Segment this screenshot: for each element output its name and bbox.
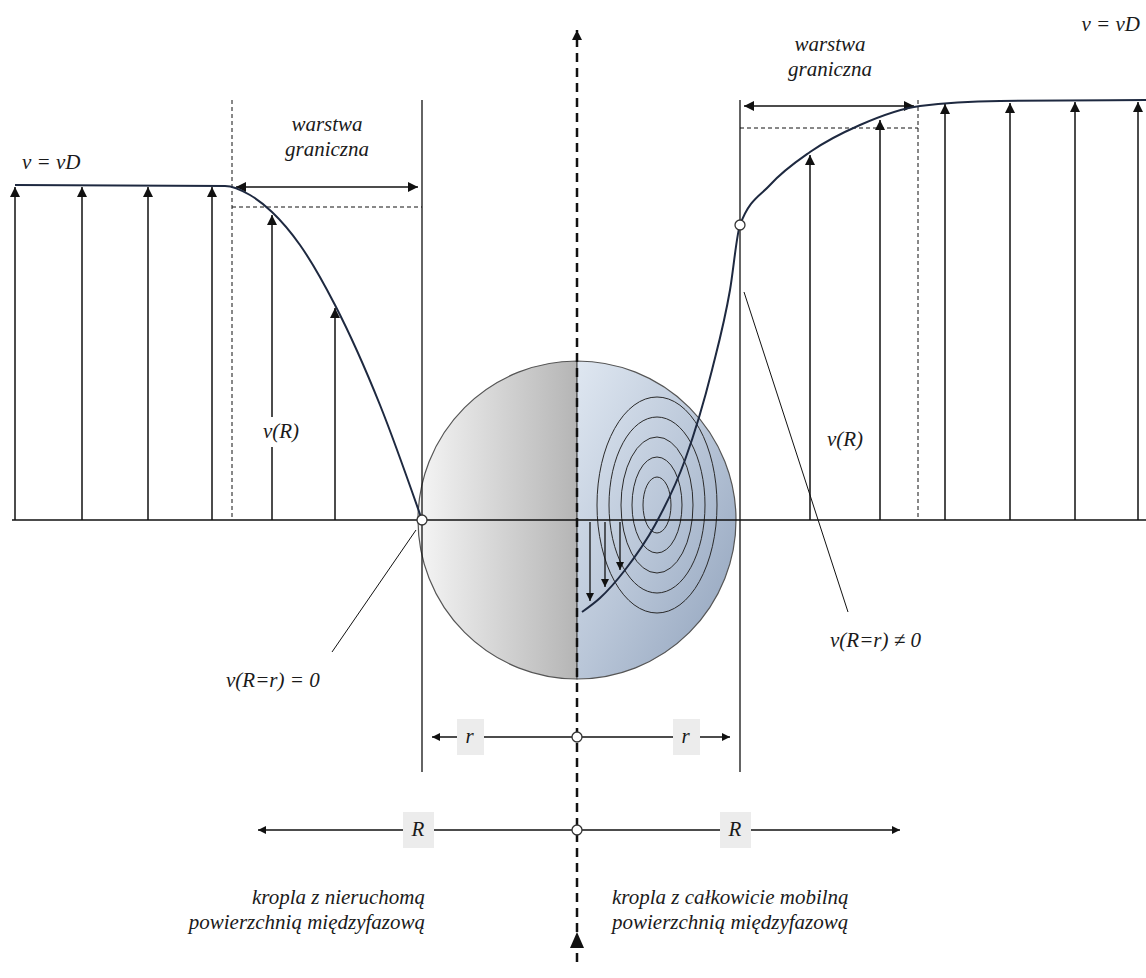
axis-arrowhead [570,932,584,948]
dimension-arrow [577,736,730,737]
condition-label: v(R=r) ≠ 0 [830,628,921,653]
velocity-arrow [1074,102,1076,520]
condition-label: v(R=r) = 0 [226,668,320,693]
boundary-layer-arrow [744,105,914,106]
dimension-value: R [729,817,742,842]
velocity-arrow [809,155,811,520]
velocity-arrow [211,187,213,520]
dimension-box: r [457,719,484,755]
velocity-label: v = vD [22,150,80,175]
velocity-arrow [334,308,336,520]
interface-line [739,100,740,772]
streamline [621,437,693,573]
velocity-arrow [14,187,16,520]
point-marker [572,732,582,742]
velocity-profile [15,185,422,520]
velocity-arrow [147,187,149,520]
leader-line [332,530,416,652]
boundary-layer-arrow [236,186,418,187]
level-line [232,207,422,208]
point-marker [735,220,745,230]
region-label: warstwa graniczna [272,112,382,162]
dimension-value: R [412,817,425,842]
velocity-arrow [1009,103,1011,520]
boundary-layer-limit [918,100,919,520]
dimension-arrow [432,736,577,737]
streamline [643,477,671,533]
streamline [632,457,682,553]
boundary-layer-limit [232,100,233,520]
caption-note: kropla z nieruchomą powierzchnią międzyf… [155,885,425,935]
internal-velocity-arrow [604,522,605,587]
internal-velocity-arrow [589,522,590,601]
symmetry-axis [576,30,579,962]
interface-line [421,100,422,772]
velocity-arrow [944,104,946,520]
internal-velocity-arrow [619,522,620,570]
velocity-arrow [271,215,273,520]
velocity-arrow [879,120,881,520]
velocity-label: v = vD [1082,12,1140,37]
velocity-label: v(R) [821,425,869,454]
velocity-arrow [81,187,83,520]
velocity-profile [582,100,1146,612]
velocity-arrow [1137,102,1139,520]
region-label: warstwa graniczna [775,32,885,82]
dimension-box: R [720,812,751,848]
base-line [12,519,1146,521]
streamline [597,397,717,613]
dimension-box: R [403,812,434,848]
point-marker [417,515,427,525]
dimension-value: r [466,724,475,749]
level-line [740,128,918,129]
dimension-box: r [673,719,700,755]
velocity-label: v(R) [257,417,305,446]
dimension-value: r [682,724,691,749]
caption-note: kropla z całkowicie mobilną powierzchnią… [612,885,897,935]
point-marker [572,825,582,835]
